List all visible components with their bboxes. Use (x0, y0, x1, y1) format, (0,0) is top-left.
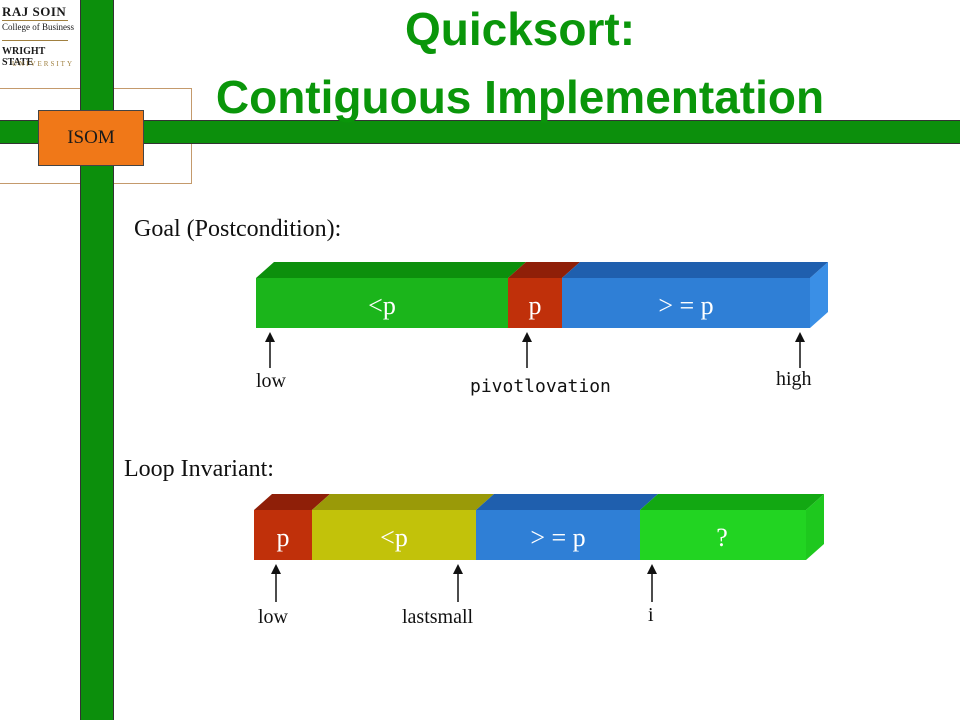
invariant-pointer-label-low: low (258, 606, 288, 628)
logo-line-1: RAJ SOIN (2, 4, 67, 19)
invariant-bar-side (806, 494, 824, 560)
invariant-pointer-label-lastsmall: lastsmall (402, 606, 474, 628)
invariant-segment-less-label: <p (380, 523, 408, 552)
invariant-pointer-i (647, 564, 657, 602)
invariant-segment-pivot (254, 510, 312, 560)
invariant-segment-less (312, 510, 476, 560)
invariant-pointers (271, 564, 657, 602)
slide-title-line-1: Quicksort: (404, 3, 636, 55)
goal-pointer-low (265, 332, 275, 368)
invariant-segment-unknown (640, 510, 806, 560)
invariant-pointer-label-i: i (648, 604, 654, 626)
invariant-bar: p <p > = p ? (254, 494, 824, 560)
invariant-segment-greater (476, 510, 640, 560)
goal-bar-side (810, 262, 828, 328)
invariant-pointer-low (271, 564, 281, 602)
goal-pointers (265, 332, 805, 368)
goal-segment-less-label: <p (368, 291, 396, 320)
goal-pointer-pivot (522, 332, 532, 368)
logo-rule (2, 20, 68, 21)
invariant-segment-less-top (312, 494, 494, 510)
goal-segment-greater (562, 278, 810, 328)
invariant-heading: Loop Invariant: (124, 456, 274, 482)
goal-heading: Goal (Postcondition): (134, 216, 342, 242)
invariant-segment-greater-top (476, 494, 658, 510)
invariant-segment-pivot-label: p (277, 523, 290, 552)
logo-line-2: College of Business (2, 22, 74, 32)
goal-pointer-label-low: low (256, 370, 286, 392)
goal-segment-greater-label: > = p (658, 291, 713, 320)
logo-line-3: WRIGHT STATE (2, 46, 46, 68)
goal-pointer-label-pivot: pivotlovation (470, 376, 611, 397)
invariant-pointer-lastsmall (453, 564, 463, 602)
invariant-segment-greater-label: > = p (530, 523, 585, 552)
goal-pointer-high (795, 332, 805, 368)
isom-badge-label: ISOM (67, 127, 115, 148)
goal-segment-less (256, 278, 508, 328)
goal-segment-pivot (508, 278, 562, 328)
invariant-segment-pivot-top (254, 494, 330, 510)
goal-pointer-label-high: high (776, 368, 812, 390)
goal-segment-greater-top (562, 262, 828, 278)
isom-badge: ISOM (38, 110, 144, 166)
slide-title-line-2: Contiguous Implementation (215, 71, 825, 123)
goal-segment-less-top (256, 262, 526, 278)
invariant-segment-unknown-label: ? (716, 523, 728, 552)
invariant-segment-unknown-top (640, 494, 824, 510)
frame-horizontal-bar (0, 120, 960, 144)
logo-rule (2, 40, 68, 41)
goal-segment-pivot-top (508, 262, 580, 278)
frame-vertical-bar (80, 0, 114, 720)
logo-line-4: UNIVERSITY (12, 60, 74, 68)
goal-segment-pivot-label: p (529, 291, 542, 320)
university-logo: RAJ SOIN College of Business WRIGHT STAT… (0, 0, 76, 80)
goal-bar: <p p > = p (256, 262, 828, 328)
